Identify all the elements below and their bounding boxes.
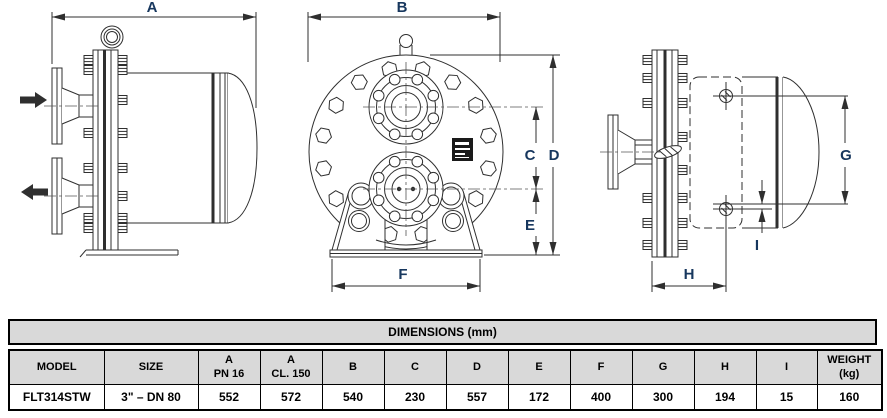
dim-label-a: A (147, 0, 158, 16)
inlet-nozzle (51, 67, 94, 145)
col-header-size: SIZE (103, 349, 199, 385)
dim-label-e: E (525, 217, 535, 234)
flow-outlet-arrow-icon (21, 184, 48, 200)
cell-a-pn16: 552 (197, 384, 261, 411)
cell-g: 300 (631, 384, 695, 411)
col-header-d: D (445, 349, 509, 385)
col-header-weight: WEIGHT(kg) (816, 349, 883, 385)
side-view-left-drawing: A (20, 0, 258, 258)
col-header-b: B (321, 349, 385, 385)
col-header-g: G (631, 349, 695, 385)
side-view-right-drawing: G I H (600, 49, 852, 292)
col-header-model: MODEL (8, 349, 105, 385)
col-header-i: I (755, 349, 818, 385)
cell-d: 557 (445, 384, 509, 411)
table-title: DIMENSIONS (mm) (8, 319, 877, 345)
dim-label-b: B (397, 0, 408, 16)
cell-size: 3" – DN 80 (103, 384, 199, 411)
cell-c: 230 (383, 384, 447, 411)
cell-a-cl150: 572 (259, 384, 323, 411)
mount-hole-bottom (713, 195, 848, 292)
cell-b: 540 (321, 384, 385, 411)
swing-bolt (654, 145, 682, 159)
cell-model: FLT314STW (8, 384, 105, 411)
dim-label-d: D (549, 147, 560, 164)
cell-f: 400 (569, 384, 633, 411)
table-data-row: FLT314STW 3" – DN 80 552 572 540 230 557… (8, 384, 883, 411)
cell-i: 15 (755, 384, 818, 411)
nameplate (452, 138, 473, 161)
flow-inlet-arrow-icon (20, 92, 47, 108)
cell-weight: 160 (816, 384, 883, 411)
dim-label-c: C (525, 147, 536, 164)
lifting-eye (100, 25, 124, 49)
lifting-lug (399, 34, 413, 55)
dim-label-i: I (755, 237, 759, 254)
dim-label-g: G (840, 147, 852, 164)
dim-label-f: F (398, 266, 407, 283)
mount-hole-top (713, 82, 848, 110)
front-view-drawing: B C D E F (307, 0, 560, 292)
col-header-f: F (569, 349, 633, 385)
cell-e: 172 (507, 384, 571, 411)
col-header-c: C (383, 349, 447, 385)
col-header-e: E (507, 349, 571, 385)
support-bracket (79, 249, 179, 258)
dim-label-h: H (684, 266, 695, 283)
technical-drawing-canvas: A (20, 0, 852, 292)
cell-h: 194 (693, 384, 757, 411)
col-header-h: H (693, 349, 757, 385)
